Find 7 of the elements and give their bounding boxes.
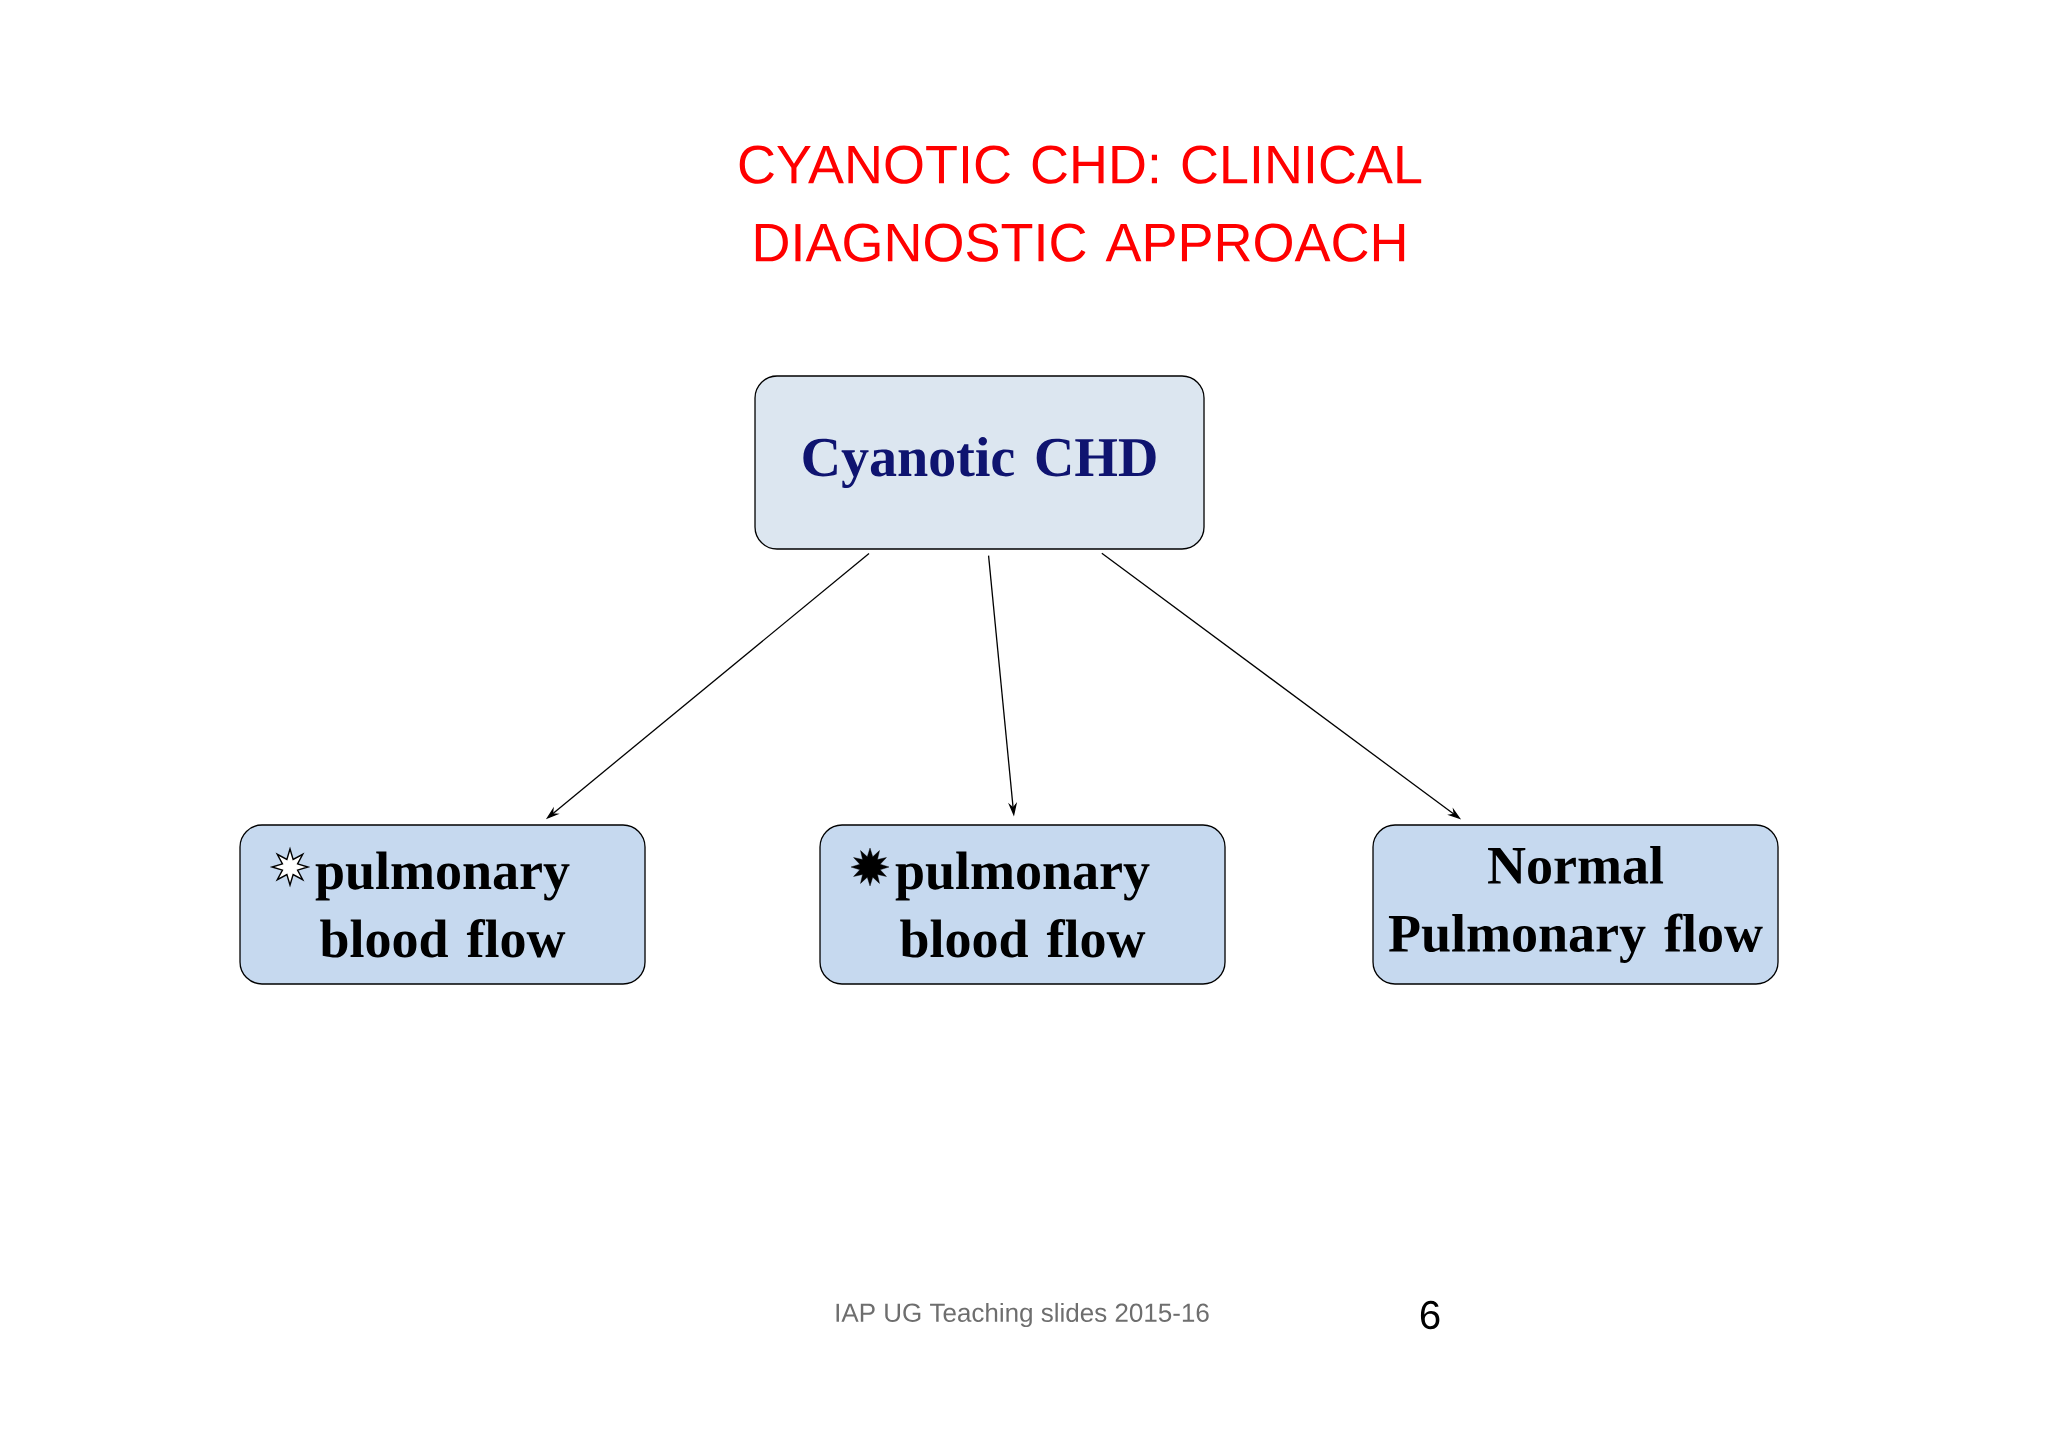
flow-box: pulmonary blood flow (239, 824, 646, 985)
flow-box: pulmonary blood flow (819, 824, 1226, 985)
title: CYANOTIC CHD: CLINICAL DIAGNOSTIC APPROACH (739, 145, 1422, 262)
page-number: 6 (1420, 1300, 1440, 1330)
flow-box: Normal Pulmonary flow (1372, 824, 1779, 985)
footer-text: IAP UG Teaching slides 2015-16 (836, 1302, 1209, 1328)
flow-box: Cyanotic CHD (754, 375, 1205, 550)
